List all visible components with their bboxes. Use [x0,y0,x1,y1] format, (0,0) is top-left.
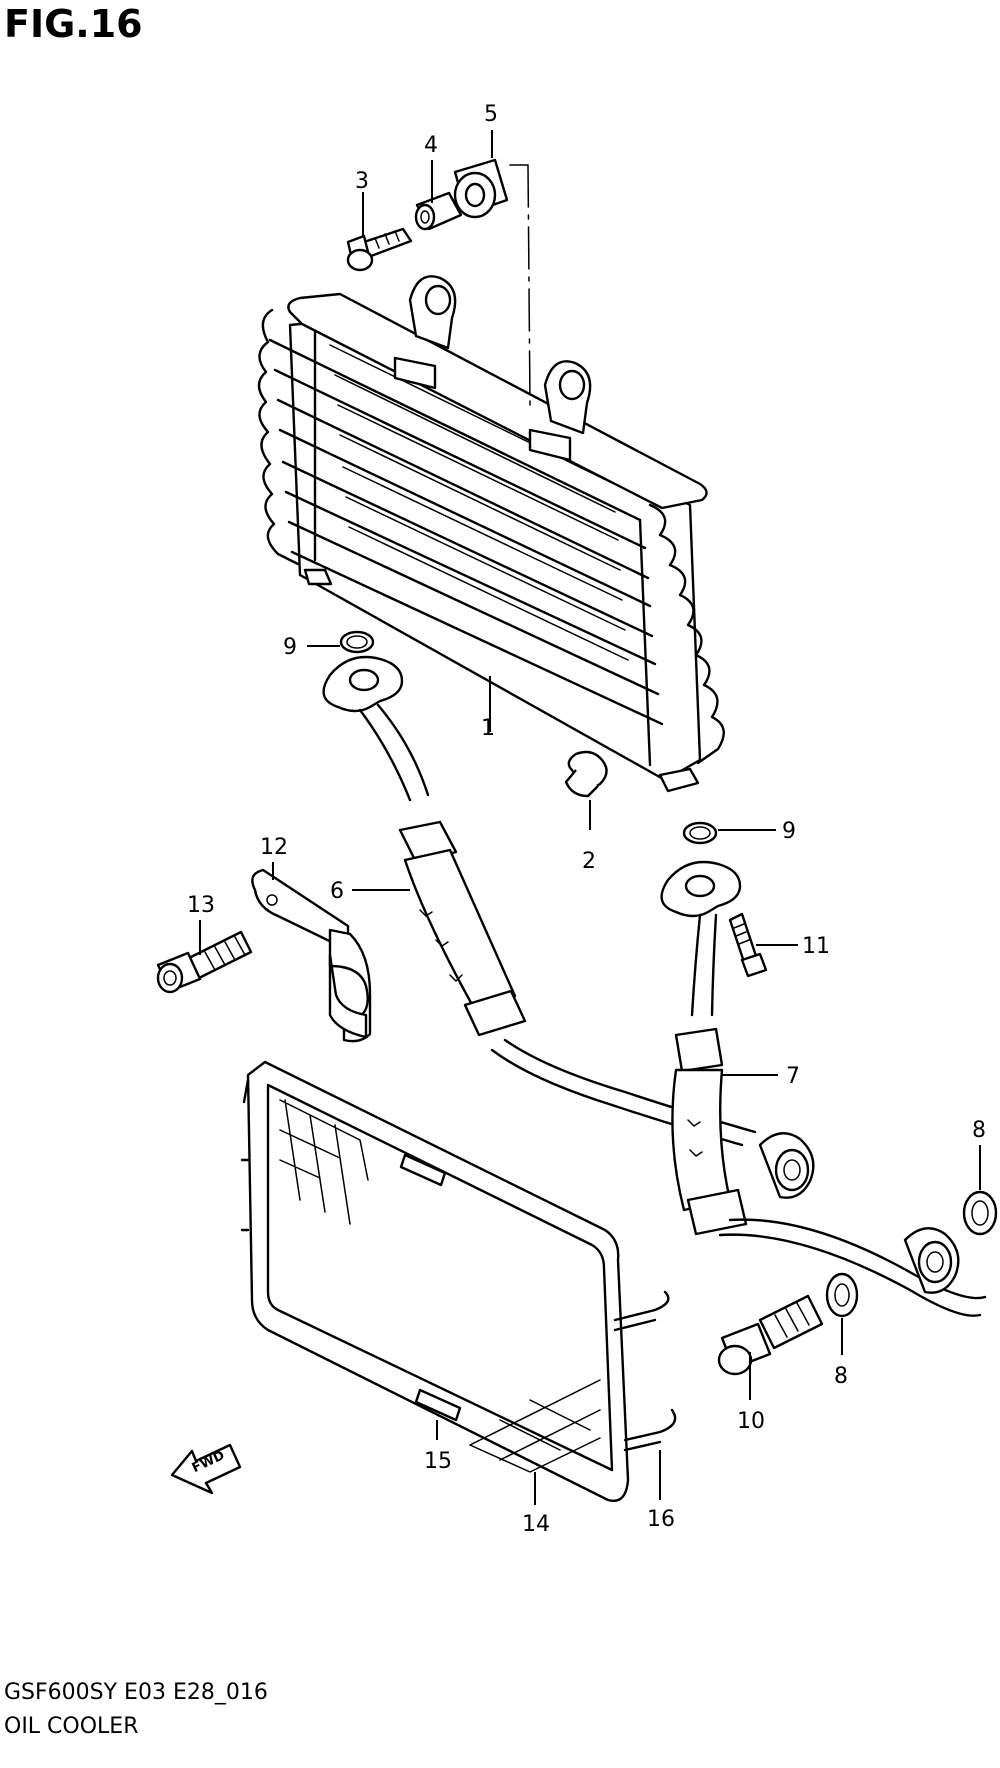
part-bolt-11 [728,912,768,978]
leader-lines [199,130,981,1505]
part-oil-cooler-core [257,275,725,793]
figure-title: FIG.16 [4,2,143,46]
figure-name: OIL COOLER [4,1714,139,1739]
callout-4: 4 [424,133,438,158]
part-grommet-5 [453,158,509,219]
callout-15: 15 [424,1449,452,1474]
part-washer-8-lower [825,1272,859,1318]
part-union-bolt-10 [717,1294,824,1376]
callout-7: 7 [786,1064,800,1089]
callout-8-upper: 8 [972,1118,986,1143]
part-oil-hose-7 [660,860,987,1317]
callout-13: 13 [187,893,215,918]
callout-14: 14 [522,1512,550,1537]
part-collar-4 [414,191,463,231]
callout-6: 6 [330,879,344,904]
callout-3: 3 [355,169,369,194]
part-bolt-13 [156,930,253,994]
callout-9-upper: 9 [283,635,297,660]
callout-10: 10 [737,1409,765,1434]
part-o-ring-9-upper-inner [346,635,368,649]
part-guard-14 [240,1060,677,1502]
callout-1: 1 [481,716,495,741]
callout-labels: 1 2 3 4 5 6 7 8 8 9 9 10 11 12 13 14 15 … [187,102,986,1537]
fwd-direction-arrow: FWD [170,1443,242,1495]
part-o-ring-9-lower-inner [689,826,711,840]
part-washer-8-upper [962,1190,998,1236]
part-clamp-2 [564,750,608,798]
model-code: GSF600SY E03 E28_016 [4,1680,268,1705]
part-bracket-12 [251,868,372,1043]
part-bolt-3 [346,227,413,272]
callout-8-lower: 8 [834,1364,848,1389]
callout-11: 11 [802,934,830,959]
part-oil-hose-6 [322,655,815,1199]
callout-9-lower: 9 [782,819,796,844]
callout-12: 12 [260,835,288,860]
part-o-ring-9-upper [339,630,375,654]
callout-2: 2 [582,849,596,874]
part-o-ring-9-lower [682,821,718,845]
callout-16: 16 [647,1507,675,1532]
callout-5: 5 [484,102,498,127]
assembly-line-grommet [509,164,531,406]
